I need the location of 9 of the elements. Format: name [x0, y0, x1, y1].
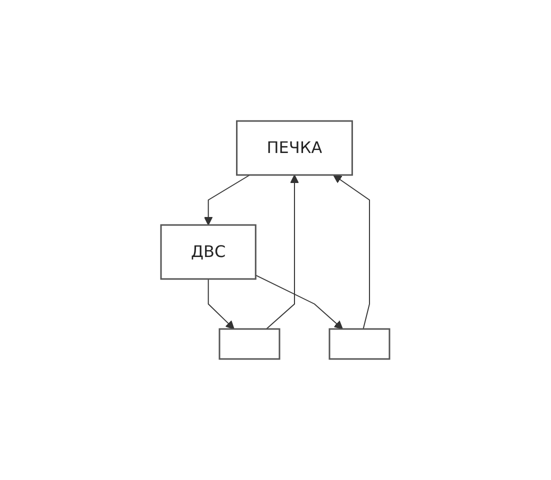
arrow [208, 278, 235, 330]
arrow [204, 174, 250, 226]
arrow [255, 274, 344, 330]
node-box [219, 328, 280, 360]
node-box [328, 328, 390, 360]
arrow [266, 174, 300, 330]
node-box: ПЕЧКА [236, 120, 354, 176]
arrow [333, 174, 370, 330]
node-box: ДВС [160, 224, 257, 280]
